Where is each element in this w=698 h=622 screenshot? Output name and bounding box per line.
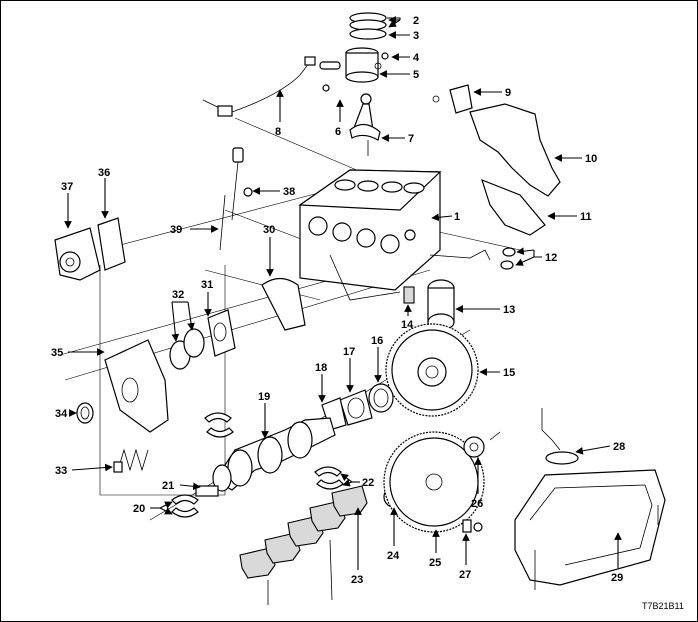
callout-35: 35: [51, 347, 63, 359]
engine-bracket-small: [432, 84, 473, 114]
callout-10: 10: [585, 153, 597, 165]
callout-25: 25: [429, 557, 441, 569]
figure-code: T7B21B11: [642, 601, 684, 611]
callout-24: 24: [387, 550, 400, 562]
callout-9: 9: [505, 87, 511, 99]
rear-oil-seal: [368, 383, 394, 413]
lower-cover-plate: [481, 178, 546, 236]
front-oil-seal: [76, 402, 94, 424]
knock-sensor: [202, 56, 316, 117]
callout-32: 32: [172, 289, 184, 301]
timing-belt-cover-rear: [469, 103, 561, 197]
callout-11: 11: [580, 211, 592, 223]
oil-pan: [514, 469, 666, 590]
callout-15: 15: [503, 367, 515, 379]
callout-26: 26: [471, 498, 483, 510]
main-bearing-caps: [239, 485, 368, 605]
callout-34: 34: [55, 408, 68, 420]
callout-38: 38: [283, 186, 295, 198]
water-pump-gasket: [97, 217, 126, 271]
drain-plug: [462, 519, 483, 533]
callout-12: 12: [545, 252, 557, 264]
callout-19: 19: [258, 391, 270, 403]
cylinder-block: [298, 169, 442, 301]
flywheel: [385, 323, 479, 417]
callout-22: 22: [362, 477, 374, 489]
adapter-plate: [463, 431, 501, 458]
oil-dipstick: [219, 147, 253, 251]
callout-1: 1: [454, 211, 460, 223]
piston-rings: [349, 12, 387, 40]
filter-fitting: [403, 286, 415, 304]
seal-retainer: [339, 389, 373, 426]
callout-4: 4: [413, 52, 420, 64]
pump-gears: [169, 328, 205, 370]
callout-13: 13: [503, 304, 515, 316]
oil-strainer: [541, 408, 579, 465]
callout-27: 27: [459, 569, 471, 581]
callout-18: 18: [315, 362, 327, 374]
callout-33: 33: [55, 465, 67, 477]
connecting-rod: [349, 93, 381, 156]
piston: [319, 47, 389, 92]
callout-7: 7: [408, 133, 414, 145]
relief-valve-spring: [113, 448, 149, 473]
callout-3: 3: [413, 30, 419, 42]
drive-plate: [383, 431, 485, 533]
callout-17: 17: [343, 346, 355, 358]
callout-labels: 1 2 3 4 5 6 7 8 9 10 11 12 13 14 15 16 1…: [51, 15, 684, 611]
water-pump: [54, 227, 101, 281]
callout-21: 21: [162, 480, 174, 492]
callout-8: 8: [275, 126, 281, 138]
callout-2: 2: [413, 15, 419, 27]
oil-pump-housing: [104, 339, 169, 433]
callout-36: 36: [98, 167, 110, 179]
callout-37: 37: [61, 181, 73, 193]
callout-39: 39: [170, 224, 182, 236]
callout-5: 5: [413, 69, 419, 81]
callout-31: 31: [201, 279, 213, 291]
callout-14: 14: [401, 319, 414, 331]
callout-23: 23: [351, 574, 363, 586]
callout-6: 6: [335, 126, 341, 138]
callout-28: 28: [613, 441, 625, 453]
callout-leaders: [64, 16, 622, 570]
callout-29: 29: [611, 572, 623, 584]
crankshaft: [195, 417, 336, 497]
oil-filter: [427, 279, 455, 331]
pump-cover: [207, 309, 236, 357]
oil-pump-gasket: [261, 277, 306, 331]
callout-30: 30: [263, 224, 275, 236]
plugs: [429, 247, 516, 270]
callout-20: 20: [133, 503, 145, 515]
callout-16: 16: [371, 335, 383, 347]
main-bearings: [171, 412, 344, 518]
